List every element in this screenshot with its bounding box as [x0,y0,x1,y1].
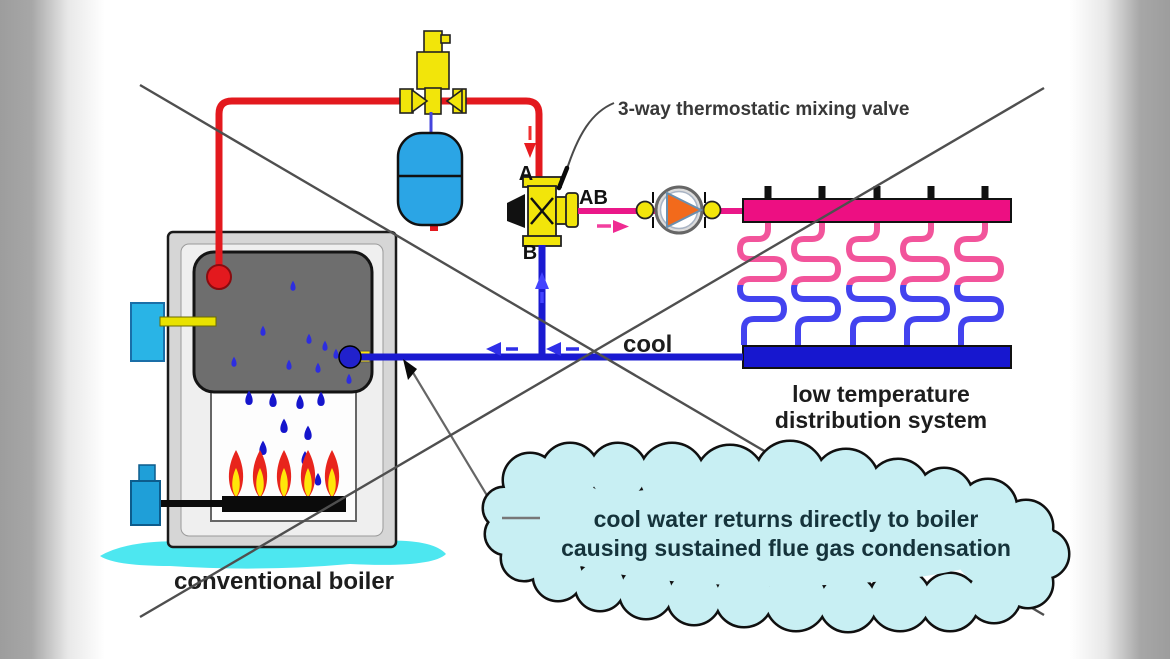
callout-leader-arrowhead [403,359,417,380]
callout-line2: causing sustained flue gas condensation [561,535,1011,561]
callout-line1: cool water returns directly to boiler [594,506,979,532]
supply-pipe [215,97,543,272]
return-manifold [742,345,1012,369]
pump-union-right [702,200,722,220]
pump-impeller-icon [666,191,704,229]
pump-union-left [635,200,655,220]
valve-label: 3-way thermostatic mixing valve [618,99,909,120]
hot-flow-arrow [524,126,536,158]
cool-label: cool [623,331,672,358]
boiler-return-port [338,345,362,369]
port-a-label: A [519,163,533,185]
boiler-side-fitting [130,302,217,362]
valve-label-leader-tip [556,165,570,191]
valve-label-leader [565,102,615,173]
air-separator [399,30,467,115]
mixed-flow-arrow [597,220,629,233]
boiler-supply-port [206,264,232,290]
distribution-label-line2: distribution system [775,407,987,433]
port-b-label: B [523,242,537,264]
valve-knob [507,194,525,228]
gas-pipe [158,500,224,507]
cool-flow-arrows [486,342,579,356]
cloud-callout: cool water returns directly to boiler ca… [481,439,1071,634]
burner-bar [222,496,346,512]
crossout-line-2 [139,86,1045,619]
mixing-valve [507,176,579,247]
immersion-sensor [159,316,217,327]
gas-valve [130,464,161,526]
boiler-label: conventional boiler [174,568,394,595]
floor-coils [740,223,1001,345]
expansion-tank [396,131,464,227]
circulator-pump [652,185,706,235]
return-up-arrow [535,272,549,303]
supply-manifold [742,186,1012,223]
distribution-label-line1: low temperature [792,381,970,407]
port-ab-label: AB [579,187,608,209]
